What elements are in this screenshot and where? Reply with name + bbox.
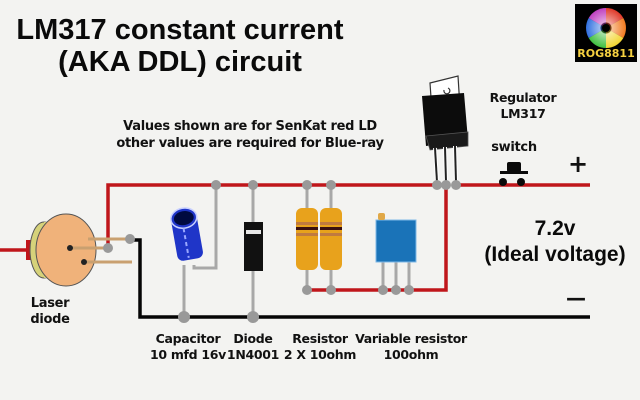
- positive-terminal: +: [568, 150, 589, 178]
- capacitor: [170, 180, 221, 323]
- regulator-label-line1: Regulator: [489, 90, 557, 105]
- values-note-line2: other values are required for Blue-ray: [116, 136, 384, 151]
- resistor-1: [296, 208, 318, 270]
- values-note-line1: Values shown are for SenKat red LD: [123, 119, 377, 134]
- laser-diode-label-line1: Laser: [30, 296, 70, 311]
- diode-name: Diode: [233, 331, 273, 346]
- resistor-value: 2 X 10ohm: [283, 347, 357, 362]
- regulator-label: Regulator LM317: [478, 90, 568, 122]
- resistor-pair: [296, 180, 342, 295]
- push-switch[interactable]: [499, 162, 528, 186]
- resistor-label: Resistor 2 X 10ohm: [280, 331, 360, 363]
- capacitor-label: Capacitor 10 mfd 16v: [146, 331, 230, 363]
- negative-wire: [130, 238, 590, 319]
- supply-voltage: 7.2v: [534, 217, 576, 240]
- capacitor-value: 10 mfd 16v: [149, 347, 227, 362]
- capacitor-name: Capacitor: [155, 331, 221, 346]
- diagram-title-line1: LM317 constant current: [16, 14, 344, 46]
- regulator-label-line2: LM317: [500, 106, 546, 121]
- laser-diode-label: Laser diode: [20, 296, 80, 328]
- values-note: Values shown are for SenKat red LD other…: [100, 118, 400, 152]
- lm317-regulator: [422, 75, 469, 190]
- color-wheel-icon: [586, 8, 626, 48]
- supply-voltage-note: (Ideal voltage): [484, 243, 626, 266]
- logo: ROG8811: [575, 4, 637, 62]
- negative-terminal: —: [566, 286, 586, 310]
- resistor-name: Resistor: [292, 331, 348, 346]
- variable-resistor: [375, 213, 417, 295]
- logo-text: ROG8811: [577, 47, 635, 60]
- variable-resistor-value: 100ohm: [383, 347, 439, 362]
- variable-resistor-label: Variable resistor 100ohm: [354, 331, 468, 363]
- resistor-2: [320, 208, 342, 270]
- variable-resistor-name: Variable resistor: [355, 331, 467, 346]
- laser-diode: [26, 213, 135, 287]
- diagram-title-line2: (AKA DDL) circuit: [58, 46, 302, 78]
- laser-diode-label-line2: diode: [30, 312, 70, 327]
- diode-label: Diode 1N4001: [226, 331, 280, 363]
- diode-value: 1N4001: [226, 347, 280, 362]
- diode: [244, 180, 263, 323]
- switch-label: switch: [491, 140, 537, 155]
